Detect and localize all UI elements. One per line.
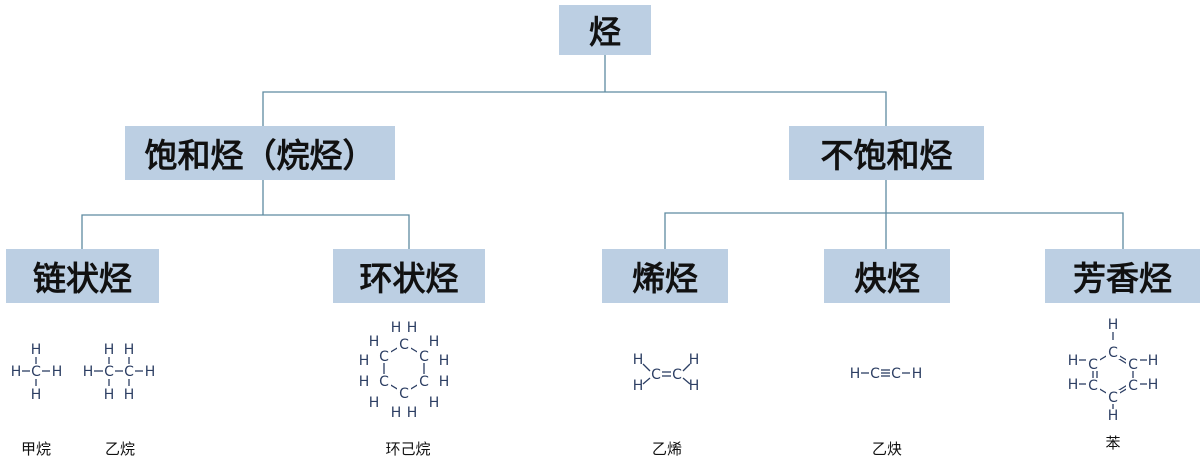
atom-c: C <box>672 367 682 383</box>
connector-root-branch <box>262 91 887 126</box>
atom-h: H <box>1108 408 1119 422</box>
node-saturated-hydrocarbon: 饱和烃（烷烃） <box>125 126 395 180</box>
atom-h: H <box>11 364 22 380</box>
atom-h: H <box>369 334 380 350</box>
atom-h: H <box>359 353 370 369</box>
caption-ethane: 乙烷 <box>104 440 135 458</box>
atom-h: H <box>429 334 440 350</box>
atom-c: C <box>399 337 409 353</box>
atom-h: H <box>124 342 135 358</box>
node-alkene: 烯烃 <box>602 249 728 303</box>
atom-h: H <box>1068 377 1079 393</box>
node-alkyne: 炔烃 <box>824 249 950 303</box>
node-hydrocarbon: 烃 <box>559 5 651 55</box>
atom-h: H <box>31 387 42 403</box>
ethene-structure: H H C C H H <box>633 352 700 394</box>
atom-h: H <box>1148 353 1159 369</box>
node-chain-hydrocarbon: 链状烃 <box>6 249 159 303</box>
atom-h: H <box>407 320 418 336</box>
atom-c: C <box>379 374 389 390</box>
atom-h: H <box>850 366 861 382</box>
atom-c: C <box>1128 357 1138 373</box>
atom-h: H <box>439 374 450 390</box>
atom-h: H <box>369 395 380 411</box>
node-cyclic-hydrocarbon: 环状烃 <box>333 249 485 303</box>
atom-h: H <box>145 364 156 380</box>
atom-h: H <box>31 342 42 358</box>
atom-c: C <box>419 374 429 390</box>
atom-c: C <box>1088 378 1098 394</box>
atom-c: C <box>1128 378 1138 394</box>
atom-h: H <box>407 405 418 421</box>
caption-ethene: 乙烯 <box>651 440 682 458</box>
atom-c: C <box>104 364 114 380</box>
atom-h: H <box>83 364 94 380</box>
caption-ethyne: 乙炔 <box>871 440 902 458</box>
methane-structure: H H C H H <box>11 342 63 403</box>
caption-benzene: 苯 <box>1105 434 1121 452</box>
atom-h: H <box>1108 317 1119 333</box>
atom-h: H <box>689 378 700 394</box>
atom-c: C <box>870 366 880 382</box>
benzene-structure: H C C C C C C H H H H H <box>1068 317 1159 422</box>
atom-c: C <box>124 364 134 380</box>
atom-c: C <box>891 366 901 382</box>
atom-h: H <box>391 320 402 336</box>
atom-h: H <box>633 378 644 394</box>
atom-c: C <box>1088 357 1098 373</box>
atom-c: C <box>1108 390 1118 406</box>
atom-c: C <box>1108 345 1118 361</box>
atom-c: C <box>651 367 661 383</box>
atom-h: H <box>52 364 63 380</box>
ethyne-structure: H C C H <box>850 366 923 382</box>
atom-h: H <box>912 366 923 382</box>
atom-h: H <box>391 405 402 421</box>
caption-cyclohexane: 环己烷 <box>385 440 431 458</box>
connector-saturated-branch <box>81 214 410 249</box>
atom-h: H <box>104 387 115 403</box>
cyclohexane-structure: C C C C C C H H H H H H H H H H H H <box>359 320 450 421</box>
atom-h: H <box>439 353 450 369</box>
atom-c: C <box>31 364 41 380</box>
connector-unsaturated-branch <box>664 212 1124 249</box>
atom-c: C <box>379 349 389 365</box>
atom-h: H <box>104 342 115 358</box>
caption-methane: 甲烷 <box>20 440 51 458</box>
atom-h: H <box>429 395 440 411</box>
ethane-structure: H H H C C H H H <box>83 342 156 403</box>
atom-c: C <box>419 349 429 365</box>
node-aromatic-hydrocarbon: 芳香烃 <box>1045 249 1200 303</box>
atom-h: H <box>1148 377 1159 393</box>
atom-c: C <box>399 386 409 402</box>
atom-h: H <box>359 374 370 390</box>
atom-h: H <box>689 352 700 368</box>
node-unsaturated-hydrocarbon: 不饱和烃 <box>789 126 984 180</box>
atom-h: H <box>1068 353 1079 369</box>
atom-h: H <box>633 352 644 368</box>
atom-h: H <box>124 387 135 403</box>
